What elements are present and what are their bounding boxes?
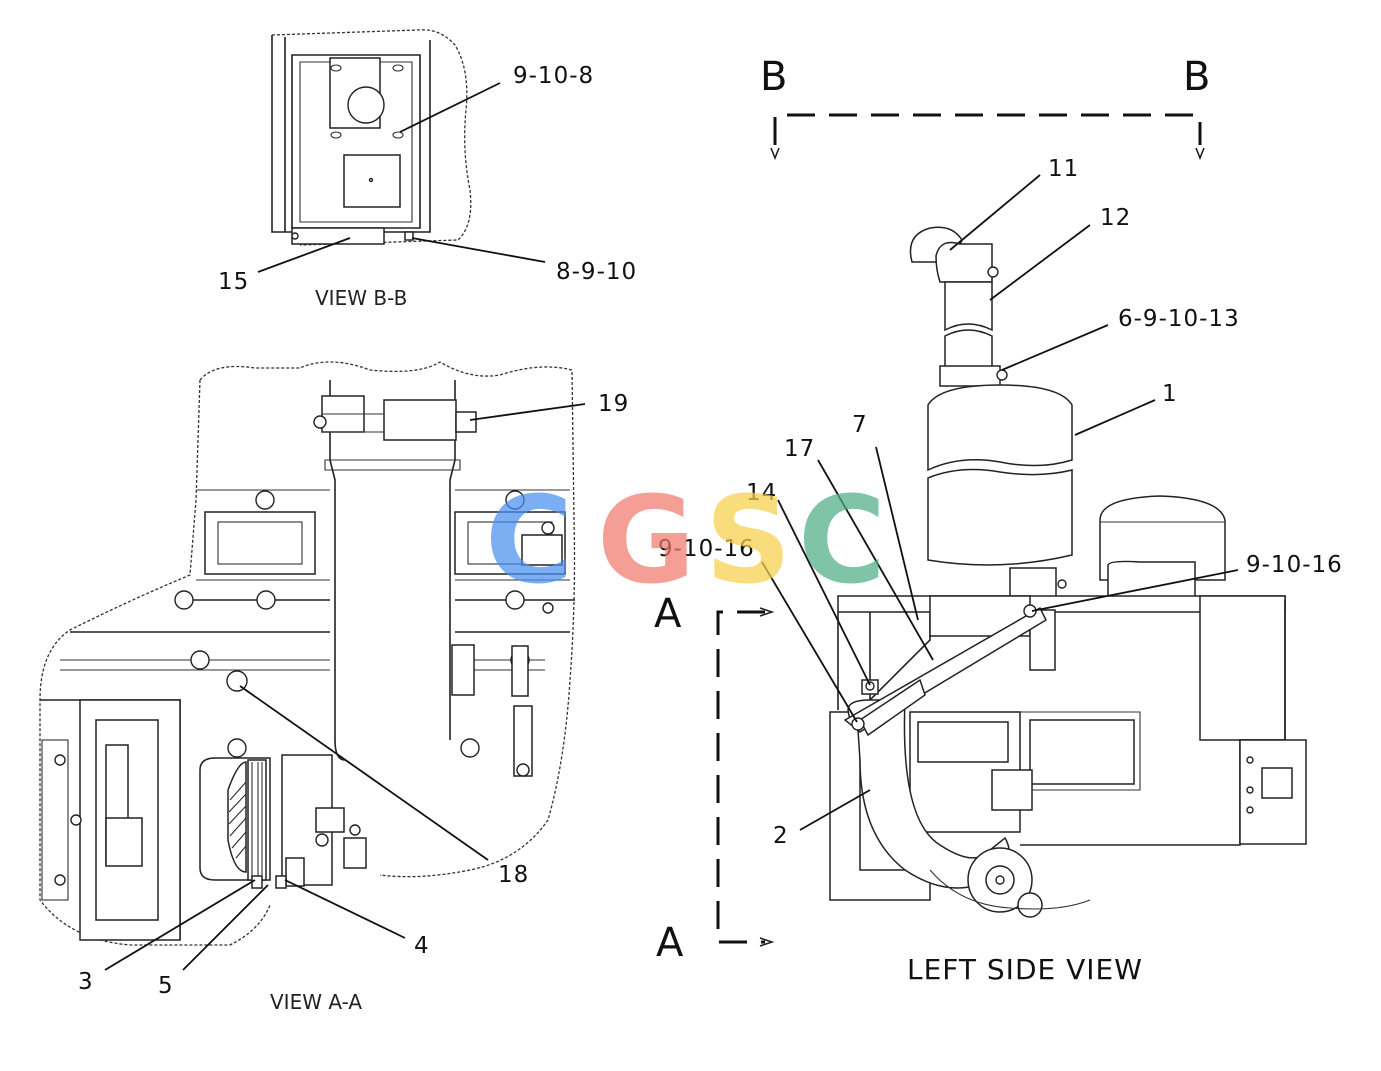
leader-bb-15 (257, 237, 351, 273)
callout-ls-9-10-16-right: 9-10-16 (1246, 552, 1343, 578)
leader-aa-5 (182, 884, 269, 971)
callout-ls-12: 12 (1100, 205, 1131, 231)
leader-ls-12 (989, 224, 1091, 301)
callout-ls-7: 7 (852, 412, 868, 438)
section-marker-a-top: A (654, 591, 682, 637)
left-side-drawing (829, 226, 1307, 918)
leader-ls-17 (817, 459, 934, 661)
leader-aa-18 (239, 685, 489, 861)
watermark-letter-s: S (705, 472, 791, 611)
callout-bb-9-10-8: 9-10-8 (513, 63, 594, 89)
leader-ls-1 (1074, 399, 1156, 436)
callout-bb-15: 15 (218, 269, 249, 295)
view-aa-title: VIEW A-A (270, 990, 362, 1014)
view-aa-drawing (39, 361, 576, 946)
watermark-letter-g: G (597, 472, 696, 611)
leader-ls-14 (777, 499, 871, 686)
callout-aa-5: 5 (158, 973, 174, 999)
watermark-letter-c1: C (485, 472, 573, 611)
left-side-view-title: LEFT SIDE VIEW (907, 953, 1143, 986)
section-line-aa (716, 610, 765, 944)
callout-aa-4: 4 (414, 933, 430, 959)
leader-ls-9-10-16-right (1031, 569, 1239, 612)
callout-ls-6-9-10-13: 6-9-10-13 (1118, 306, 1240, 332)
section-marker-a-bottom: A (656, 920, 684, 966)
view-bb-title: VIEW B-B (315, 286, 407, 310)
callout-ls-2: 2 (773, 823, 789, 849)
callout-ls-11: 11 (1048, 156, 1079, 182)
section-marker-b-left: B (760, 54, 787, 100)
callout-ls-9-10-16-left: 9-10-16 (658, 536, 755, 562)
leader-aa-19 (469, 403, 586, 421)
callout-ls-1: 1 (1162, 381, 1178, 407)
section-marker-b-right: B (1183, 54, 1210, 100)
leader-ls-11 (949, 174, 1041, 251)
callout-ls-14: 14 (746, 480, 777, 506)
callout-aa-19: 19 (598, 391, 629, 417)
callout-bb-8-9-10: 8-9-10 (556, 259, 637, 285)
leader-aa-4 (284, 879, 406, 939)
leader-ls-6-9-10-13 (1001, 324, 1109, 371)
section-aa-arrows (759, 607, 775, 947)
leader-ls-9-10-16-left (761, 561, 858, 723)
callout-aa-3: 3 (78, 969, 94, 995)
leader-bb-9-10-8 (399, 82, 501, 133)
watermark-logo: C G S C (485, 472, 886, 611)
section-line-bb (773, 113, 1202, 145)
leader-ls-2 (799, 789, 871, 831)
leader-ls-7 (875, 446, 919, 621)
watermark-letter-c2: C (798, 472, 886, 611)
leader-bb-8-9-10 (411, 237, 546, 263)
callout-ls-17: 17 (784, 436, 815, 462)
leader-aa-3 (104, 879, 256, 971)
callout-aa-18: 18 (498, 862, 529, 888)
view-bb-drawing (271, 29, 472, 246)
section-bb-arrows (770, 147, 1205, 161)
